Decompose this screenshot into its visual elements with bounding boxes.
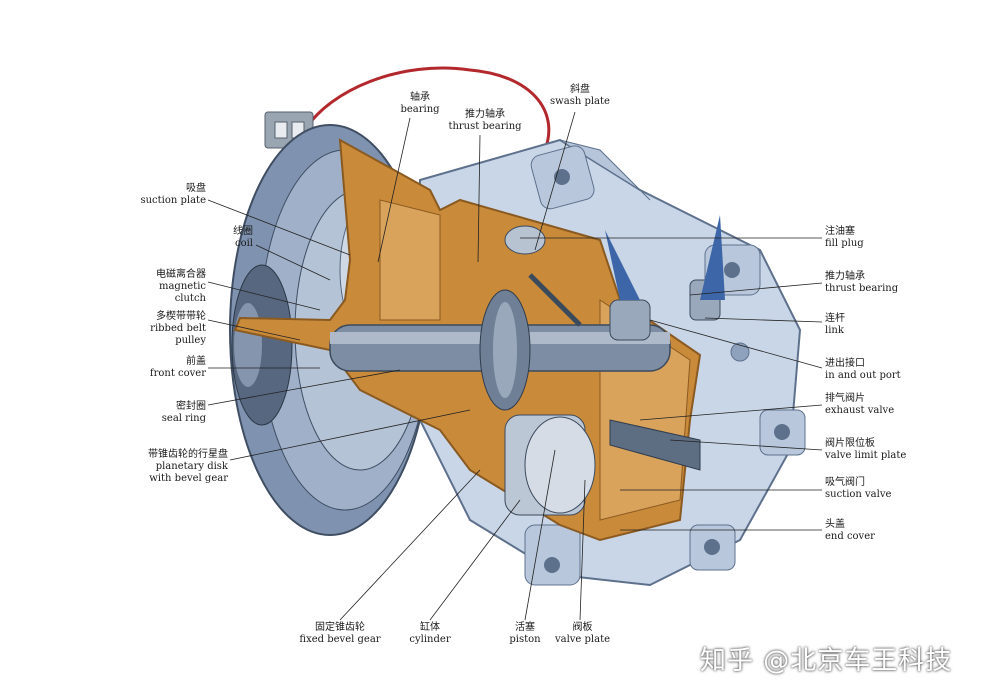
label-coil: 线圈 coil — [233, 226, 253, 249]
label-ribbed-belt-pulley: 多楔带带轮 ribbed belt pulley — [150, 311, 206, 346]
leader-valve-plate — [579, 479, 586, 621]
label-front-cover: 前盖 front cover — [149, 356, 206, 379]
watermark: 知乎 @北京车王科技 — [700, 646, 953, 676]
leader-seal-ring — [207, 369, 401, 406]
leader-bearing — [377, 117, 411, 263]
label-link: 连杆 link — [825, 313, 845, 336]
label-valve-plate: 阀板 valve plate — [554, 622, 611, 645]
label-exhaust-valve: 排气阀片 exhaust valve — [825, 393, 895, 416]
leader-suction-plate — [207, 199, 351, 256]
label-fill-plug: 注油塞 fill plug — [825, 226, 864, 249]
label-planetary-disk: 带锥齿轮的行星盘 planetary disk with bevel gear — [148, 449, 228, 484]
internal-mechanism — [329, 215, 725, 516]
leader-valve-limit-plate — [669, 439, 823, 451]
label-thrust-bearing-right: 推力轴承 thrust bearing — [825, 271, 899, 294]
leader-cylinder — [429, 499, 521, 621]
label-end-cover: 头盖 end cover — [825, 519, 875, 542]
leader-coil — [255, 244, 331, 281]
leader-piston — [524, 449, 556, 621]
label-bearing: 轴承 bearing — [400, 92, 440, 115]
label-seal-ring: 密封圈 seal ring — [161, 401, 206, 424]
leader-magnetic-clutch — [207, 281, 321, 311]
leader-pulley — [207, 319, 301, 341]
label-valve-limit-plate: 阀片限位板 valve limit plate — [825, 438, 907, 461]
leader-thrust-bearing-right — [689, 282, 823, 296]
label-cylinder: 缸体 cylinder — [409, 622, 451, 645]
leader-in-out-port — [649, 319, 823, 369]
label-suction-plate: 吸盘 suction plate — [140, 183, 206, 206]
label-swash-plate: 斜盘 swash plate — [550, 84, 610, 107]
label-thrust-bearing-top: 推力轴承 thrust bearing — [448, 109, 522, 132]
leader-thrust-bearing-top — [477, 134, 481, 263]
leader-link — [704, 317, 823, 323]
label-fixed-bevel-gear: 固定锥齿轮 fixed bevel gear — [299, 622, 381, 645]
leader-swash-plate — [534, 111, 576, 251]
label-magnetic-clutch: 电磁离合器 magnetic clutch — [156, 269, 206, 304]
label-piston: 活塞 piston — [509, 622, 541, 645]
leader-fixed-bevel-gear — [339, 469, 481, 621]
label-in-and-out-port: 进出接口 in and out port — [825, 358, 901, 381]
leader-lines — [207, 111, 823, 621]
label-suction-valve: 吸气阀门 suction valve — [825, 477, 892, 500]
leader-exhaust-valve — [639, 404, 823, 421]
leader-planetary-disk — [229, 409, 471, 461]
